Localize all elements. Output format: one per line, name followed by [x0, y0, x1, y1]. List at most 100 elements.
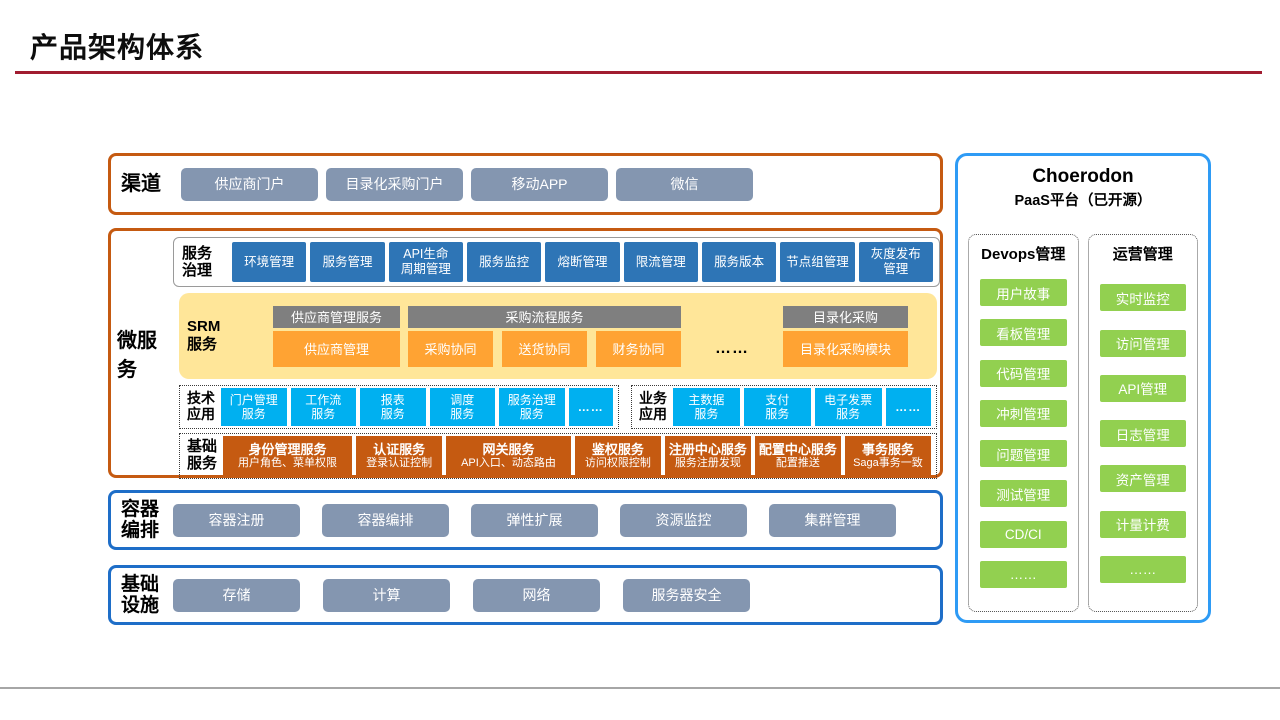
gov-item-rate-limit: 限流管理	[623, 242, 698, 282]
base-item-config-subtitle: 配置推送	[775, 457, 820, 470]
tech-item-ellipsis: ……	[568, 388, 614, 426]
base-item-auth: 认证服务 登录认证控制	[356, 436, 443, 476]
service-governance-group: 服务 治理 环境管理 服务管理 API生命 周期管理 服务监控 熔断管理 限流管…	[173, 237, 940, 287]
gov-item-api-lifecycle: API生命 周期管理	[388, 242, 463, 282]
tech-apps-label: 技术 应用	[187, 390, 215, 422]
paas-column-devops: Devops管理 用户故事 看板管理 代码管理 冲刺管理 问题管理 测试管理 C…	[968, 234, 1079, 612]
base-item-auth-title: 认证服务	[373, 441, 426, 457]
srm-services-band: SRM 服务 供应商管理服务 供应商管理 采购流程服务 采购协同 送货协同 财务…	[179, 293, 937, 379]
base-item-transaction: 事务服务 Saga事务一致	[844, 436, 931, 476]
channel-item-catalog-portal: 目录化采购门户	[326, 167, 463, 201]
biz-item-payment-service: 支付 服务	[743, 388, 811, 426]
business-apps-group: 业务 应用 主数据 服务 支付 服务 电子发票 服务 ……	[631, 385, 937, 429]
biz-item-master-data-service: 主数据 服务	[673, 388, 740, 426]
base-item-authz-title: 鉴权服务	[591, 441, 644, 457]
title-underline	[15, 71, 1262, 74]
srm-item-finance-collab: 财务协同	[596, 330, 681, 367]
paas-panel: Choerodon PaaS平台（已开源） Devops管理 用户故事 看板管理…	[955, 153, 1211, 623]
infra-item-network: 网络	[473, 578, 600, 612]
base-item-config-title: 配置中心服务	[758, 441, 837, 457]
ops-item-api-mgmt: API管理	[1099, 374, 1186, 402]
srm-group-catalog-header: 目录化采购	[783, 305, 908, 328]
infra-item-compute: 计算	[323, 578, 450, 612]
srm-group-procurement: 采购流程服务 采购协同 送货协同 财务协同	[408, 305, 681, 367]
gov-item-env: 环境管理	[232, 242, 307, 282]
gov-item-circuit-break: 熔断管理	[545, 242, 620, 282]
ops-item-log-mgmt: 日志管理	[1099, 420, 1186, 447]
devops-item-sprint-mgmt: 冲刺管理	[980, 399, 1067, 427]
container-item-resource-monitor: 资源监控	[620, 503, 747, 537]
paas-title: Choerodon	[1032, 166, 1134, 187]
paas-subtitle: PaaS平台（已开源）	[1014, 193, 1152, 209]
devops-item-issue-mgmt: 问题管理	[980, 440, 1067, 468]
channel-item-mobile-app: 移动APP	[471, 167, 608, 201]
base-item-transaction-title: 事务服务	[861, 441, 914, 457]
tech-item-schedule-service: 调度 服务	[429, 388, 495, 426]
devops-item-test-mgmt: 测试管理	[980, 480, 1067, 508]
srm-group-supplier-header: 供应商管理服务	[273, 305, 400, 328]
microservices-layer: 微服务 服务 治理 环境管理 服务管理 API生命 周期管理 服务监控 熔断管理…	[108, 228, 943, 479]
base-item-identity-subtitle: 用户角色、菜单权限	[238, 457, 338, 470]
base-item-config: 配置中心服务 配置推送	[754, 436, 841, 476]
channel-item-supplier-portal: 供应商门户	[181, 167, 318, 201]
microservices-layer-label: 微服务	[117, 330, 157, 381]
devops-column-header: Devops管理	[981, 246, 1066, 263]
srm-group-procurement-header: 采购流程服务	[408, 305, 681, 328]
srm-item-delivery-collab: 送货协同	[502, 330, 587, 367]
page-title: 产品架构体系	[30, 32, 205, 63]
base-item-identity: 身份管理服务 用户角色、菜单权限	[223, 436, 353, 476]
gov-item-node-group: 节点组管理	[780, 242, 855, 282]
devops-item-ellipsis: ……	[980, 560, 1067, 588]
service-governance-label: 服务 治理	[182, 244, 213, 279]
tech-item-portal-service: 门户管理 服务	[221, 388, 287, 426]
ops-item-ellipsis: ……	[1099, 555, 1186, 583]
biz-item-ellipsis: ……	[885, 388, 931, 426]
gov-item-version: 服务版本	[701, 242, 777, 282]
container-item-orchestration: 容器编排	[322, 503, 449, 537]
channel-item-wechat: 微信	[616, 167, 753, 201]
gov-item-gray-release: 灰度发布 管理	[858, 242, 933, 282]
channel-layer-label: 渠道	[121, 172, 161, 195]
base-services-group: 基础 服务 身份管理服务 用户角色、菜单权限 认证服务 登录认证控制 网关服务 …	[179, 433, 937, 479]
operations-column-header: 运营管理	[1112, 246, 1173, 263]
infra-item-server-security: 服务器安全	[623, 578, 750, 612]
base-item-gateway-subtitle: API入口、动态路由	[461, 457, 556, 470]
base-services-label: 基础 服务	[186, 438, 217, 472]
business-apps-label: 业务 应用	[639, 390, 667, 422]
base-item-gateway-title: 网关服务	[482, 441, 535, 457]
ops-item-metering-billing: 计量计费	[1099, 510, 1186, 538]
base-item-authz: 鉴权服务 访问权限控制	[574, 436, 661, 476]
container-item-registry: 容器注册	[173, 503, 300, 537]
srm-item-supplier-mgmt: 供应商管理	[273, 330, 400, 367]
bottom-divider-line	[0, 687, 1280, 689]
devops-item-kanban: 看板管理	[980, 319, 1067, 347]
base-item-gateway: 网关服务 API入口、动态路由	[446, 436, 571, 476]
devops-item-user-story: 用户故事	[980, 279, 1067, 307]
base-item-registry-title: 注册中心服务	[668, 441, 747, 457]
container-orchestration-layer: 容器 编排 容器注册 容器编排 弹性扩展 资源监控 集群管理	[108, 490, 943, 550]
channel-layer: 渠道 供应商门户 目录化采购门户 移动APP 微信	[108, 153, 943, 215]
gov-item-service-mgmt: 服务管理	[310, 242, 385, 282]
tech-item-workflow-service: 工作流 服务	[290, 388, 356, 426]
srm-ellipsis: ……	[715, 340, 749, 357]
tech-item-report-service: 报表 服务	[360, 388, 426, 426]
base-item-auth-subtitle: 登录认证控制	[366, 457, 433, 470]
base-item-authz-subtitle: 访问权限控制	[584, 457, 651, 470]
tech-apps-group: 技术 应用 门户管理 服务 工作流 服务 报表 服务 调度 服务 服务治理 服务…	[179, 385, 619, 429]
gov-item-monitor: 服务监控	[466, 242, 542, 282]
base-item-transaction-subtitle: Saga事务一致	[853, 457, 923, 470]
ops-item-realtime-monitor: 实时监控	[1099, 284, 1186, 312]
biz-item-einvoice-service: 电子发票 服务	[814, 388, 882, 426]
container-item-cluster-mgmt: 集群管理	[769, 503, 896, 537]
base-item-registry-subtitle: 服务注册发现	[674, 457, 741, 470]
tech-item-governance-service: 服务治理 服务	[499, 388, 565, 426]
srm-group-supplier: 供应商管理服务 供应商管理	[273, 305, 400, 367]
container-item-elastic-scale: 弹性扩展	[471, 503, 598, 537]
infra-item-storage: 存储	[173, 578, 300, 612]
base-item-registry: 注册中心服务 服务注册发现	[664, 436, 751, 476]
infrastructure-layer: 基础 设施 存储 计算 网络 服务器安全	[108, 565, 943, 625]
ops-item-asset-mgmt: 资产管理	[1099, 465, 1186, 493]
container-layer-label: 容器 编排	[121, 498, 160, 541]
service-governance-items: 环境管理 服务管理 API生命 周期管理 服务监控 熔断管理 限流管理 服务版本…	[230, 242, 935, 282]
paas-column-operations: 运营管理 实时监控 访问管理 API管理 日志管理 资产管理 计量计费 ……	[1087, 234, 1198, 612]
